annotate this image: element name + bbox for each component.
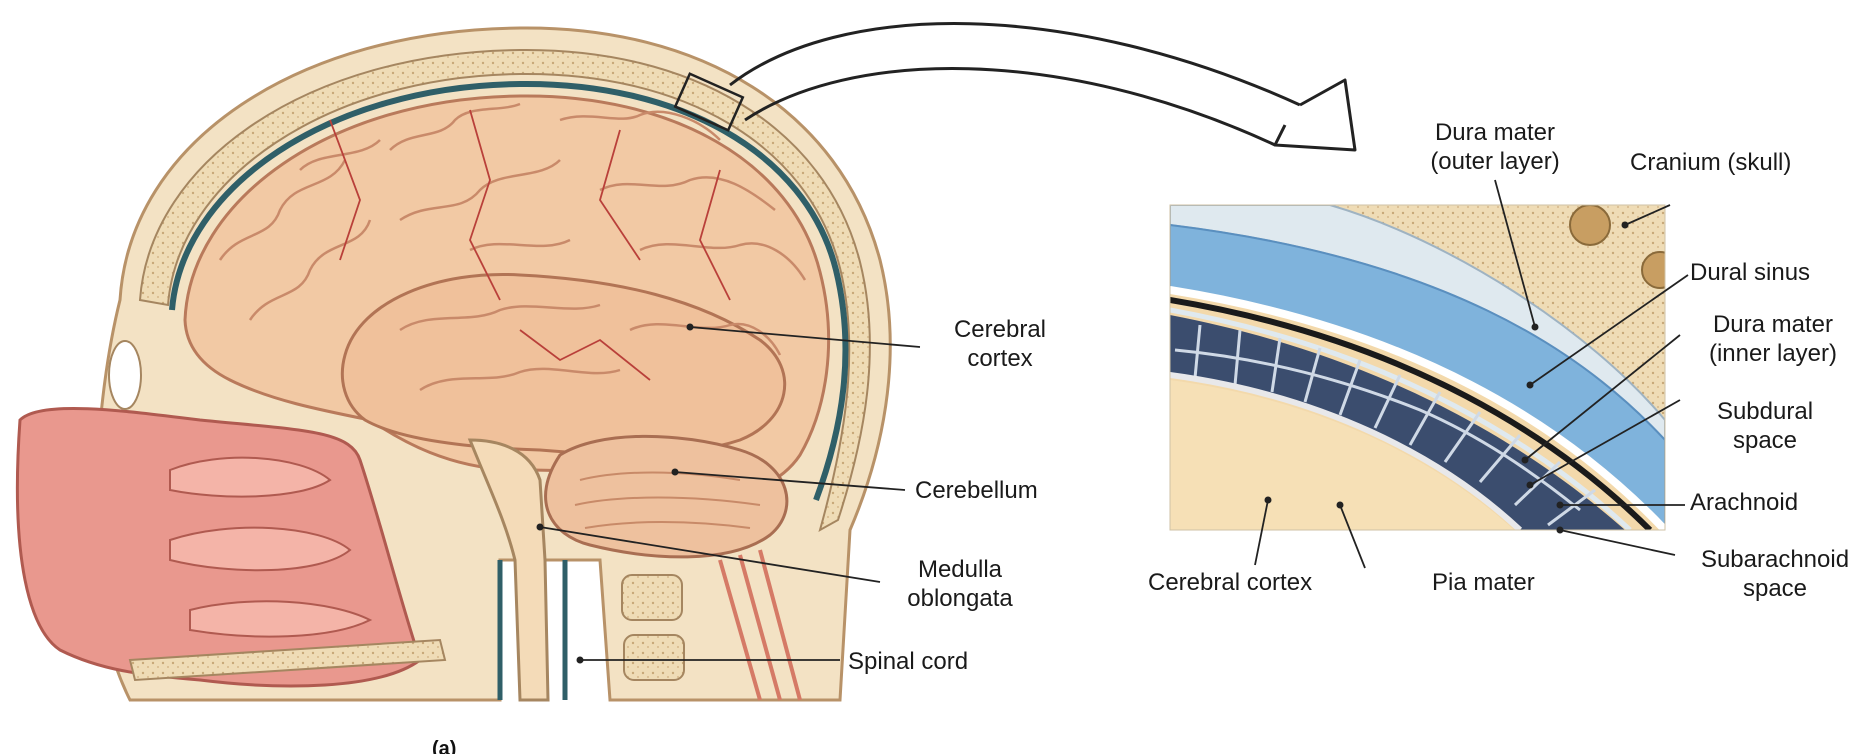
label-cerebral-cortex-detail: Cerebral cortex [1148, 568, 1368, 597]
label-medulla-oblongata: Medulla oblongata [880, 555, 1040, 613]
bone-pore [1642, 252, 1678, 288]
zoom-arrow [730, 24, 1355, 150]
frontal-sinus [109, 341, 141, 409]
label-dura-inner: Dura mater (inner layer) [1688, 310, 1858, 368]
label-pia-mater: Pia mater [1432, 568, 1592, 597]
bone-pore [1570, 205, 1610, 245]
label-subarachnoid-space: Subarachnoid space [1680, 545, 1870, 603]
meninges-detail [1170, 205, 1678, 530]
label-dura-outer: Dura mater (outer layer) [1405, 118, 1585, 176]
label-cranium: Cranium (skull) [1630, 148, 1840, 177]
label-cerebral-cortex: Cerebral cortex [925, 315, 1075, 373]
head-section [17, 28, 890, 700]
label-arachnoid: Arachnoid [1690, 488, 1850, 517]
label-dural-sinus: Dural sinus [1690, 258, 1860, 287]
label-subdural-space: Subdural space [1690, 397, 1840, 455]
panel-letter: (a) [432, 738, 456, 754]
label-cerebellum: Cerebellum [915, 476, 1095, 505]
label-spinal-cord: Spinal cord [848, 647, 1028, 676]
